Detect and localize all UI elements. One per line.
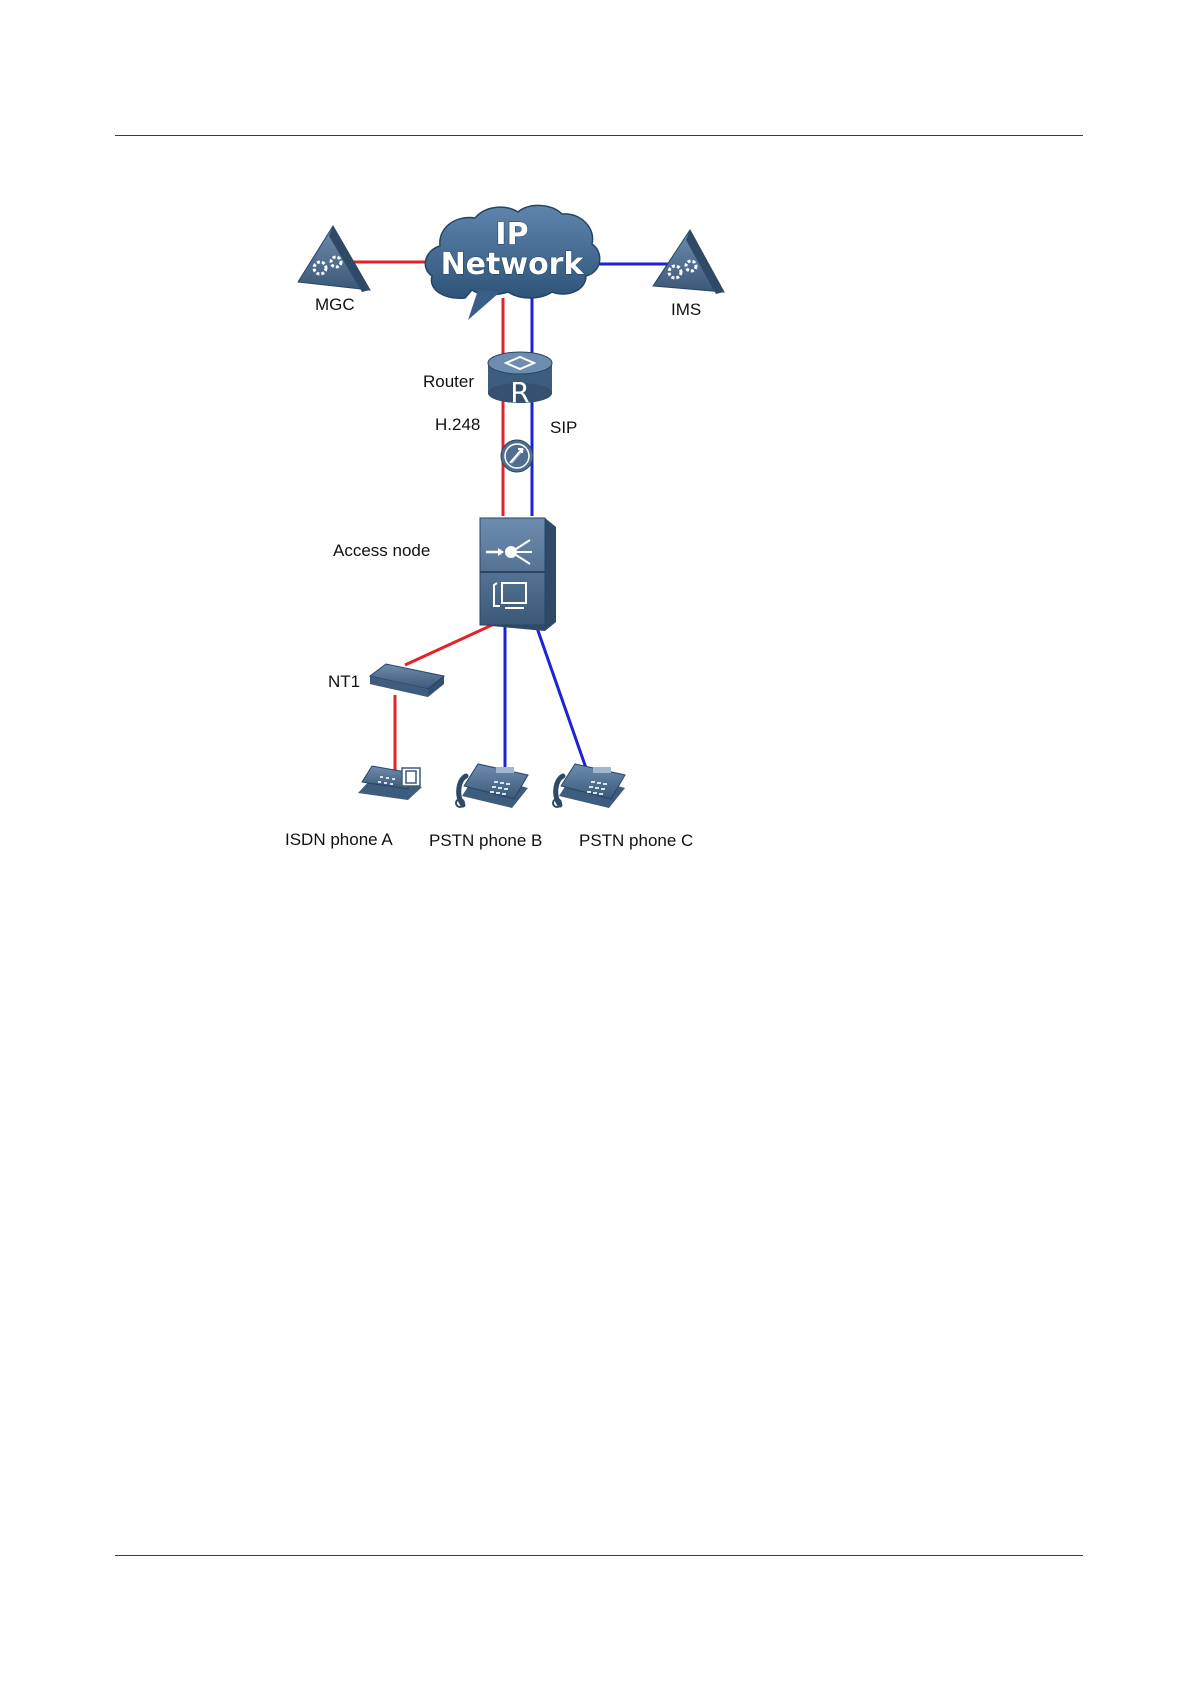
- access-pstn-c-link: [536, 625, 586, 768]
- nt1-icon: [370, 664, 444, 697]
- ip-cloud-icon: IP Network: [425, 205, 599, 320]
- access-node-label: Access node: [333, 541, 430, 560]
- mgc-icon: [298, 226, 370, 292]
- router-label: Router: [423, 372, 474, 391]
- ims-label: IMS: [671, 300, 701, 319]
- nt1-label: NT1: [328, 672, 360, 691]
- ims-icon: [653, 230, 724, 294]
- pstn-phone-c-label: PSTN phone C: [579, 831, 693, 850]
- h248-label: H.248: [435, 415, 480, 434]
- sip-label: SIP: [550, 418, 577, 437]
- router-icon: R: [488, 352, 552, 409]
- access-nt1-link: [405, 620, 503, 665]
- mgc-label: MGC: [315, 295, 355, 314]
- isdn-phone-icon: [358, 766, 422, 800]
- firewall-icon: [501, 440, 533, 472]
- links: [350, 262, 668, 772]
- svg-text:R: R: [510, 376, 529, 409]
- pstn-phone-icon-b: [456, 764, 528, 808]
- access-node-icon: [480, 518, 556, 631]
- pstn-phone-icon-c: [553, 764, 625, 808]
- cloud-label-line2: Network: [441, 247, 585, 282]
- pstn-phone-b-label: PSTN phone B: [429, 831, 542, 850]
- isdn-phone-a-label: ISDN phone A: [285, 830, 393, 849]
